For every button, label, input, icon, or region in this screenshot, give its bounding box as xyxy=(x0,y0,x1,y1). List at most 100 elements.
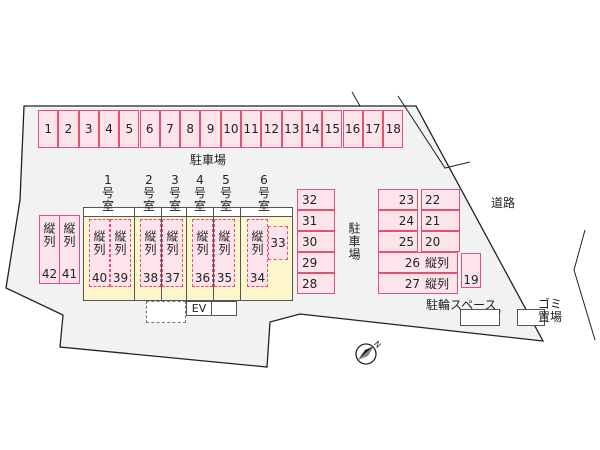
spot-number: 15 xyxy=(324,122,340,136)
parking-spot-1[interactable]: 1 xyxy=(38,110,59,148)
spot-number: 26 xyxy=(404,255,420,270)
spot-number: 29 xyxy=(302,255,318,270)
unit-divider xyxy=(240,207,241,301)
parking-spot-15[interactable]: 15 xyxy=(322,110,343,148)
spot-number: 20 xyxy=(425,234,441,249)
parking-spot-14[interactable]: 14 xyxy=(301,110,323,148)
spot-number: 40 xyxy=(91,271,108,285)
spot-number: 10 xyxy=(223,122,239,136)
parking-spot-40[interactable]: 縦列 40 xyxy=(89,219,110,287)
spot-number: 27 xyxy=(404,276,420,291)
tandem-label: 縦列 xyxy=(62,222,76,248)
parking-spot-32[interactable]: 32 xyxy=(297,189,335,210)
tandem-label: 縦列 xyxy=(165,230,179,256)
unit-divider xyxy=(186,207,187,301)
parking-spot-2[interactable]: 2 xyxy=(58,110,79,148)
room-label-4: 4号室 xyxy=(190,174,210,213)
spot-number: 13 xyxy=(284,122,300,136)
parking-spot-35[interactable]: 縦列 35 xyxy=(214,219,235,287)
tandem-label: 縦列 xyxy=(424,256,449,270)
room-label-2: 2号室 xyxy=(139,174,159,213)
parking-spot-23[interactable]: 23 xyxy=(378,189,418,210)
parking-spot-5[interactable]: 5 xyxy=(119,110,140,148)
spot-number: 4 xyxy=(105,122,113,136)
room-text: 4号室 xyxy=(193,173,206,213)
bicycle-rack xyxy=(460,309,500,326)
parking-spot-16[interactable]: 16 xyxy=(342,110,363,148)
spot-number: 36 xyxy=(194,271,211,285)
room-text: 5号室 xyxy=(219,173,232,213)
parking-spot-8[interactable]: 8 xyxy=(180,110,201,148)
tandem-label: 縦列 xyxy=(217,230,231,256)
parking-spot-11[interactable]: 11 xyxy=(241,110,262,148)
spot-number: 32 xyxy=(302,192,318,207)
garbage-box xyxy=(517,309,545,326)
parking-spot-27[interactable]: 27 縦列 xyxy=(378,273,458,294)
parking-spot-10[interactable]: 10 xyxy=(220,110,241,148)
parking-spot-20[interactable]: 20 xyxy=(421,231,460,252)
room-label-1: 1号室 xyxy=(98,174,118,213)
road-edge xyxy=(573,229,596,341)
parking-spot-13[interactable]: 13 xyxy=(281,110,302,148)
tandem-label: 縦列 xyxy=(92,230,106,256)
unit-divider xyxy=(213,207,214,301)
tandem-label: 縦列 xyxy=(250,230,264,256)
parking-spot-31[interactable]: 31 xyxy=(297,210,335,231)
garbage-label: ゴミ置場 xyxy=(538,297,563,324)
ev-box: EV xyxy=(186,301,212,316)
parking-spot-9[interactable]: 9 xyxy=(200,110,221,148)
spot-number: 24 xyxy=(398,213,414,228)
spot-number: 25 xyxy=(398,234,414,249)
parking-label: 駐車場 xyxy=(190,153,227,167)
parking-spot-25[interactable]: 25 xyxy=(378,231,418,252)
parking-spot-18[interactable]: 18 xyxy=(383,110,404,148)
room-text: 3号室 xyxy=(168,173,181,213)
spot-number: 23 xyxy=(398,192,414,207)
spot-number: 3 xyxy=(84,122,93,136)
parking-spot-17[interactable]: 17 xyxy=(362,110,384,148)
tandem-label: 縦列 xyxy=(424,277,449,291)
parking-spot-24[interactable]: 24 xyxy=(378,210,418,231)
parking-spot-29[interactable]: 29 xyxy=(297,252,335,273)
spot-number: 14 xyxy=(304,122,320,136)
spot-number: 17 xyxy=(365,122,381,136)
spot-number: 33 xyxy=(270,236,286,250)
spot-number: 28 xyxy=(302,276,318,291)
road-edge xyxy=(397,95,471,169)
parking-spot-3[interactable]: 3 xyxy=(78,110,99,148)
spot-number: 30 xyxy=(302,234,318,249)
parking-spot-28[interactable]: 28 xyxy=(297,273,335,294)
parking-spot-7[interactable]: 7 xyxy=(159,110,181,148)
spot-number: 35 xyxy=(216,271,233,285)
parking-spot-30[interactable]: 30 xyxy=(297,231,335,252)
spot-number: 19 xyxy=(463,273,479,287)
parking-spot-6[interactable]: 6 xyxy=(139,110,160,148)
parking-spot-12[interactable]: 12 xyxy=(261,110,282,148)
room-label-5: 5号室 xyxy=(216,174,236,213)
room-label-3: 3号室 xyxy=(165,174,185,213)
spot-number: 9 xyxy=(206,122,215,136)
parking-spot-33[interactable]: 33 xyxy=(268,226,288,260)
spot-number: 16 xyxy=(345,122,361,136)
parking-spot-19[interactable]: 19 xyxy=(461,253,481,288)
unit-divider xyxy=(161,207,162,301)
spot-number: 39 xyxy=(112,271,129,285)
spot-number: 7 xyxy=(166,122,174,136)
north-compass-icon: N xyxy=(355,339,383,365)
ev-label: EV xyxy=(191,302,207,315)
svg-text:N: N xyxy=(372,339,383,350)
parking-spot-21[interactable]: 21 xyxy=(421,210,460,231)
bicycle-space-label: 駐輪スペース xyxy=(426,298,497,312)
parking-spot-22[interactable]: 22 xyxy=(421,189,460,210)
parking-spot-4[interactable]: 4 xyxy=(98,110,120,148)
spot-number: 31 xyxy=(302,213,318,228)
parking-spot-26[interactable]: 26 縦列 xyxy=(378,252,458,273)
